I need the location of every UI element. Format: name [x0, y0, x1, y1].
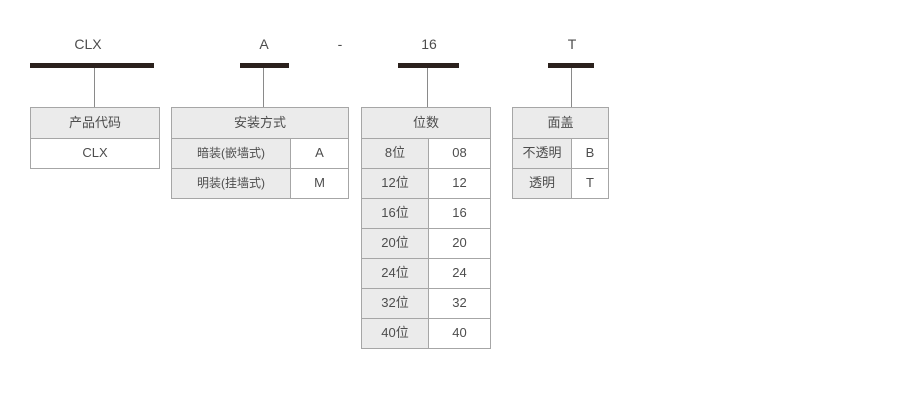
row-code-cell: M — [289, 168, 350, 199]
row-name-cell: 32位 — [361, 288, 429, 319]
code-segment-product: CLX — [74, 36, 102, 52]
table-row: 32位 32 — [361, 288, 492, 319]
table-row: 20位 20 — [361, 228, 492, 259]
connector-line-mounting — [263, 68, 264, 107]
table-header-cell: 位数 — [360, 107, 492, 139]
table-row: 暗装(嵌墙式) A — [171, 138, 350, 169]
row-name-cell: 8位 — [361, 138, 429, 169]
table-row: 16位 16 — [361, 198, 492, 229]
row-name-cell: 不透明 — [512, 138, 572, 169]
row-code-cell: 08 — [427, 138, 492, 169]
table-header-cell: 安装方式 — [170, 107, 350, 139]
table-row: 40位 40 — [361, 318, 492, 349]
code-segment-cover: T — [567, 36, 577, 52]
connector-line-product — [94, 68, 95, 107]
table-header-cell: 面盖 — [511, 107, 610, 139]
table-mounting-type: 安装方式 暗装(嵌墙式) A 明装(挂墙式) M — [170, 107, 350, 199]
table-header-row: 位数 — [360, 107, 492, 139]
table-row: 透明 T — [512, 168, 610, 199]
table-row: 24位 24 — [361, 258, 492, 289]
code-separator-dash: - — [337, 36, 343, 52]
table-product-code: 产品代码 CLX — [30, 107, 160, 169]
code-segment-positions: 16 — [421, 36, 437, 52]
underline-bar-product — [30, 63, 154, 68]
row-name-cell: 24位 — [361, 258, 429, 289]
row-name-cell: 16位 — [361, 198, 429, 229]
row-code-cell: T — [570, 168, 610, 199]
row-name-cell: 透明 — [512, 168, 572, 199]
row-name-cell: CLX — [30, 138, 160, 169]
underline-bar-mounting — [240, 63, 289, 68]
connector-line-positions — [427, 68, 428, 107]
connector-line-cover — [571, 68, 572, 107]
row-name-cell: 12位 — [361, 168, 429, 199]
table-header-row: 产品代码 — [30, 107, 160, 139]
row-code-cell: 24 — [427, 258, 492, 289]
table-row: 明装(挂墙式) M — [171, 168, 350, 199]
underline-bar-positions — [398, 63, 459, 68]
row-code-cell: 20 — [427, 228, 492, 259]
underline-bar-cover — [548, 63, 594, 68]
table-row: 12位 12 — [361, 168, 492, 199]
table-face-cover: 面盖 不透明 B 透明 T — [511, 107, 610, 199]
table-position-count: 位数 8位 08 12位 12 16位 16 20位 20 24位 24 32位… — [360, 107, 492, 349]
row-code-cell: B — [570, 138, 610, 169]
table-header-row: 安装方式 — [170, 107, 350, 139]
table-row: CLX — [30, 138, 160, 169]
row-name-cell: 20位 — [361, 228, 429, 259]
row-code-cell: 16 — [427, 198, 492, 229]
table-row: 8位 08 — [361, 138, 492, 169]
row-name-cell: 明装(挂墙式) — [171, 168, 291, 199]
row-code-cell: A — [289, 138, 350, 169]
row-code-cell: 12 — [427, 168, 492, 199]
table-header-row: 面盖 — [511, 107, 610, 139]
table-header-cell: 产品代码 — [30, 107, 160, 139]
table-row: 不透明 B — [512, 138, 610, 169]
code-segment-mounting: A — [259, 36, 269, 52]
row-code-cell: 40 — [427, 318, 492, 349]
row-name-cell: 40位 — [361, 318, 429, 349]
row-code-cell: 32 — [427, 288, 492, 319]
row-name-cell: 暗装(嵌墙式) — [171, 138, 291, 169]
